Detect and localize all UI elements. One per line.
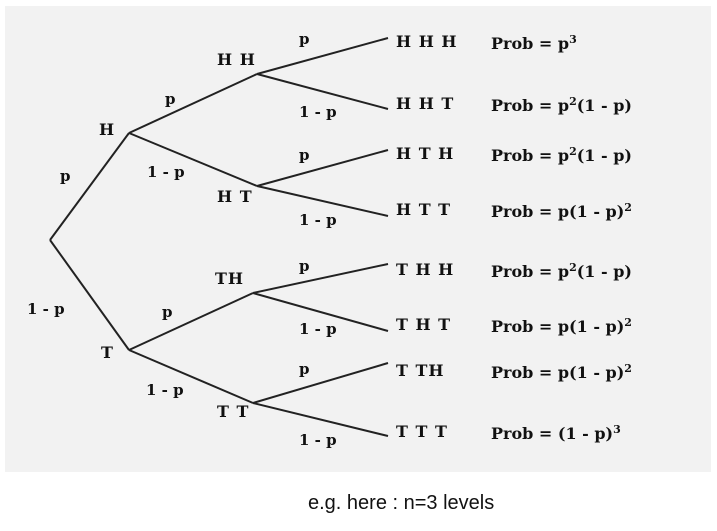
edge-root-t: [49, 239, 130, 351]
edge-root-h: [49, 132, 130, 241]
probability-formula: Prob = p3: [491, 33, 577, 53]
node-hh: H H: [217, 50, 256, 69]
edge-label-ht-htt: 1 - p: [299, 211, 337, 229]
edge-hh-hhh: [256, 37, 389, 75]
outcome-label: H H H: [396, 32, 458, 51]
edge-label-t-tt: 1 - p: [146, 381, 184, 399]
probability-formula: Prob = p2(1 - p): [491, 261, 632, 281]
probability-formula: Prob = p2(1 - p): [491, 145, 632, 165]
node-tt: T T: [217, 402, 250, 421]
edge-th-tht: [252, 292, 389, 332]
edge-label-h-ht: 1 - p: [147, 163, 185, 181]
tree-diagram-panel: H T H H H T TH T T p 1 - p p 1 - p p 1 -…: [5, 6, 711, 472]
outcome-label: H T T: [396, 200, 452, 219]
edge-ht-hth: [256, 149, 389, 187]
outcome-label: H H T: [396, 94, 455, 113]
caption: e.g. here : n=3 levels: [308, 492, 495, 514]
edge-h-ht: [128, 132, 258, 187]
edge-t-tt: [128, 349, 254, 404]
edge-th-thh: [252, 263, 389, 294]
edge-label-hh-hhh: p: [299, 30, 310, 48]
edge-tt-tth: [252, 362, 389, 404]
tree-lines: [49, 37, 389, 437]
edge-label-th-tht: 1 - p: [299, 320, 337, 338]
outcome-label: T TH: [396, 361, 445, 380]
edge-label-tt-tth: p: [299, 360, 310, 378]
probability-formula: Prob = p(1 - p)2: [491, 316, 632, 336]
edge-h-hh: [128, 73, 258, 134]
edge-hh-hht: [256, 73, 389, 110]
edge-label-root-h: p: [60, 167, 71, 185]
edge-label-tt-ttt: 1 - p: [299, 431, 337, 449]
probability-formula: Prob = p(1 - p)2: [491, 201, 632, 221]
probability-formula: Prob = p2(1 - p): [491, 95, 632, 115]
edge-label-root-t: 1 - p: [27, 300, 65, 318]
probability-formula: Prob = (1 - p)3: [491, 423, 621, 443]
node-h: H: [99, 120, 116, 139]
edge-label-th-thh: p: [299, 257, 310, 275]
edge-t-th: [128, 292, 254, 351]
edge-label-t-th: p: [162, 303, 173, 321]
probability-formula: Prob = p(1 - p)2: [491, 362, 632, 382]
outcome-label: H T H: [396, 144, 455, 163]
outcome-label: T T T: [396, 422, 448, 441]
edge-label-ht-hth: p: [299, 146, 310, 164]
outcome-label: T H H: [396, 260, 455, 279]
node-ht: H T: [217, 187, 253, 206]
edge-label-hh-hht: 1 - p: [299, 103, 337, 121]
node-t: T: [101, 343, 114, 362]
edge-tt-ttt: [252, 402, 389, 437]
outcome-label: T H T: [396, 315, 452, 334]
edge-ht-htt: [256, 185, 389, 217]
edge-label-h-hh: p: [165, 90, 176, 108]
node-th: TH: [215, 269, 245, 288]
